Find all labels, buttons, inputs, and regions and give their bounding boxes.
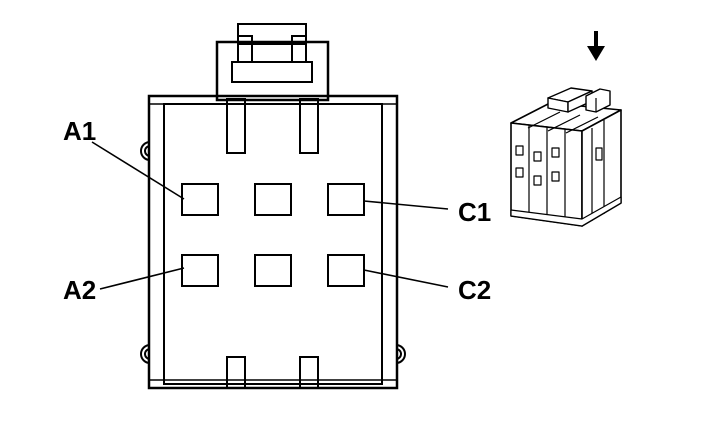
label-c1: C1 [458, 197, 491, 227]
cavity-a2 [181, 254, 219, 287]
top-slot-left [226, 98, 246, 154]
connector-face-view [140, 23, 406, 390]
cavity-a1 [181, 183, 219, 216]
down-arrow-icon [587, 31, 605, 61]
left-clip-bottom [140, 344, 151, 364]
bottom-slot-right [299, 356, 319, 389]
bottom-slot-left [226, 356, 246, 389]
label-a2: A2 [63, 275, 96, 305]
housing-outline [147, 94, 399, 390]
cavity-b1 [254, 183, 292, 216]
leader-c2 [363, 269, 449, 288]
cavity-c1 [327, 183, 365, 216]
left-clip-top [140, 141, 151, 161]
leader-c1 [363, 200, 449, 210]
connector-isometric-view [510, 87, 622, 227]
cavity-c2 [327, 254, 365, 287]
top-slot-right [299, 98, 319, 154]
right-clip-bottom [395, 344, 406, 364]
leader-a1 [91, 141, 185, 200]
cavity-b2 [254, 254, 292, 287]
label-c2: C2 [458, 275, 491, 305]
housing-inner [163, 103, 383, 385]
label-a1: A1 [63, 116, 96, 146]
leader-a2 [99, 267, 185, 290]
top-latch [215, 23, 330, 102]
